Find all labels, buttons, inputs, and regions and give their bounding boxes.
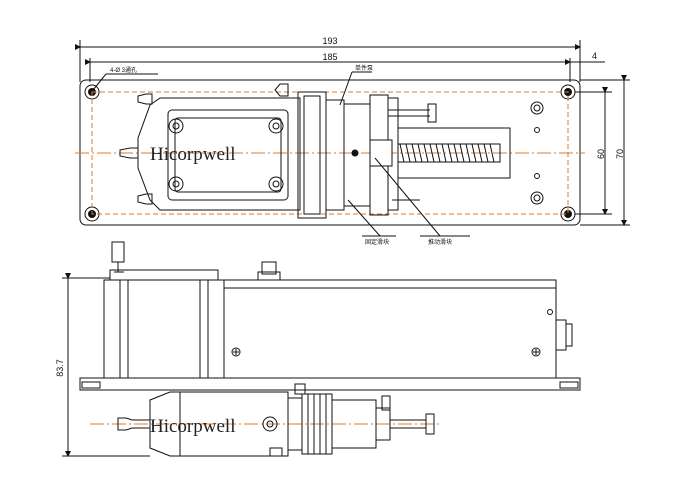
lead-screw (397, 127, 511, 179)
callout-single-pump: 单件泵 (355, 64, 373, 72)
watermark-top: Hicorpwell (150, 144, 235, 165)
callout-push-slider: 推动滑块 (428, 238, 452, 246)
dim-hole-spacing-width: 185 (322, 52, 337, 62)
hole-callout-label: 4-Ø 3通孔 (110, 66, 137, 74)
drawing-text: 193 185 4 60 70 83.7 4-Ø 3通孔 单件泵 固定滑块 推动… (55, 36, 625, 437)
side-view (62, 241, 581, 457)
adjust-rod (388, 103, 437, 201)
top-view (75, 40, 630, 237)
dim-edge-offset: 4 (592, 51, 597, 61)
callout-fixed-slider: 固定滑块 (365, 238, 389, 246)
watermark-side: Hicorpwell (150, 416, 235, 437)
dim-overall-height: 70 (615, 149, 625, 159)
pump-assembly-side (90, 383, 440, 457)
base-rail (79, 377, 581, 391)
dim-overall-width: 193 (322, 36, 337, 46)
dim-total-height: 83.7 (55, 359, 65, 377)
housing (223, 261, 573, 379)
dim-hole-spacing-height: 60 (596, 149, 606, 159)
pump-frame (119, 83, 301, 211)
flange-block (297, 91, 399, 219)
stepper-motor (103, 241, 225, 379)
